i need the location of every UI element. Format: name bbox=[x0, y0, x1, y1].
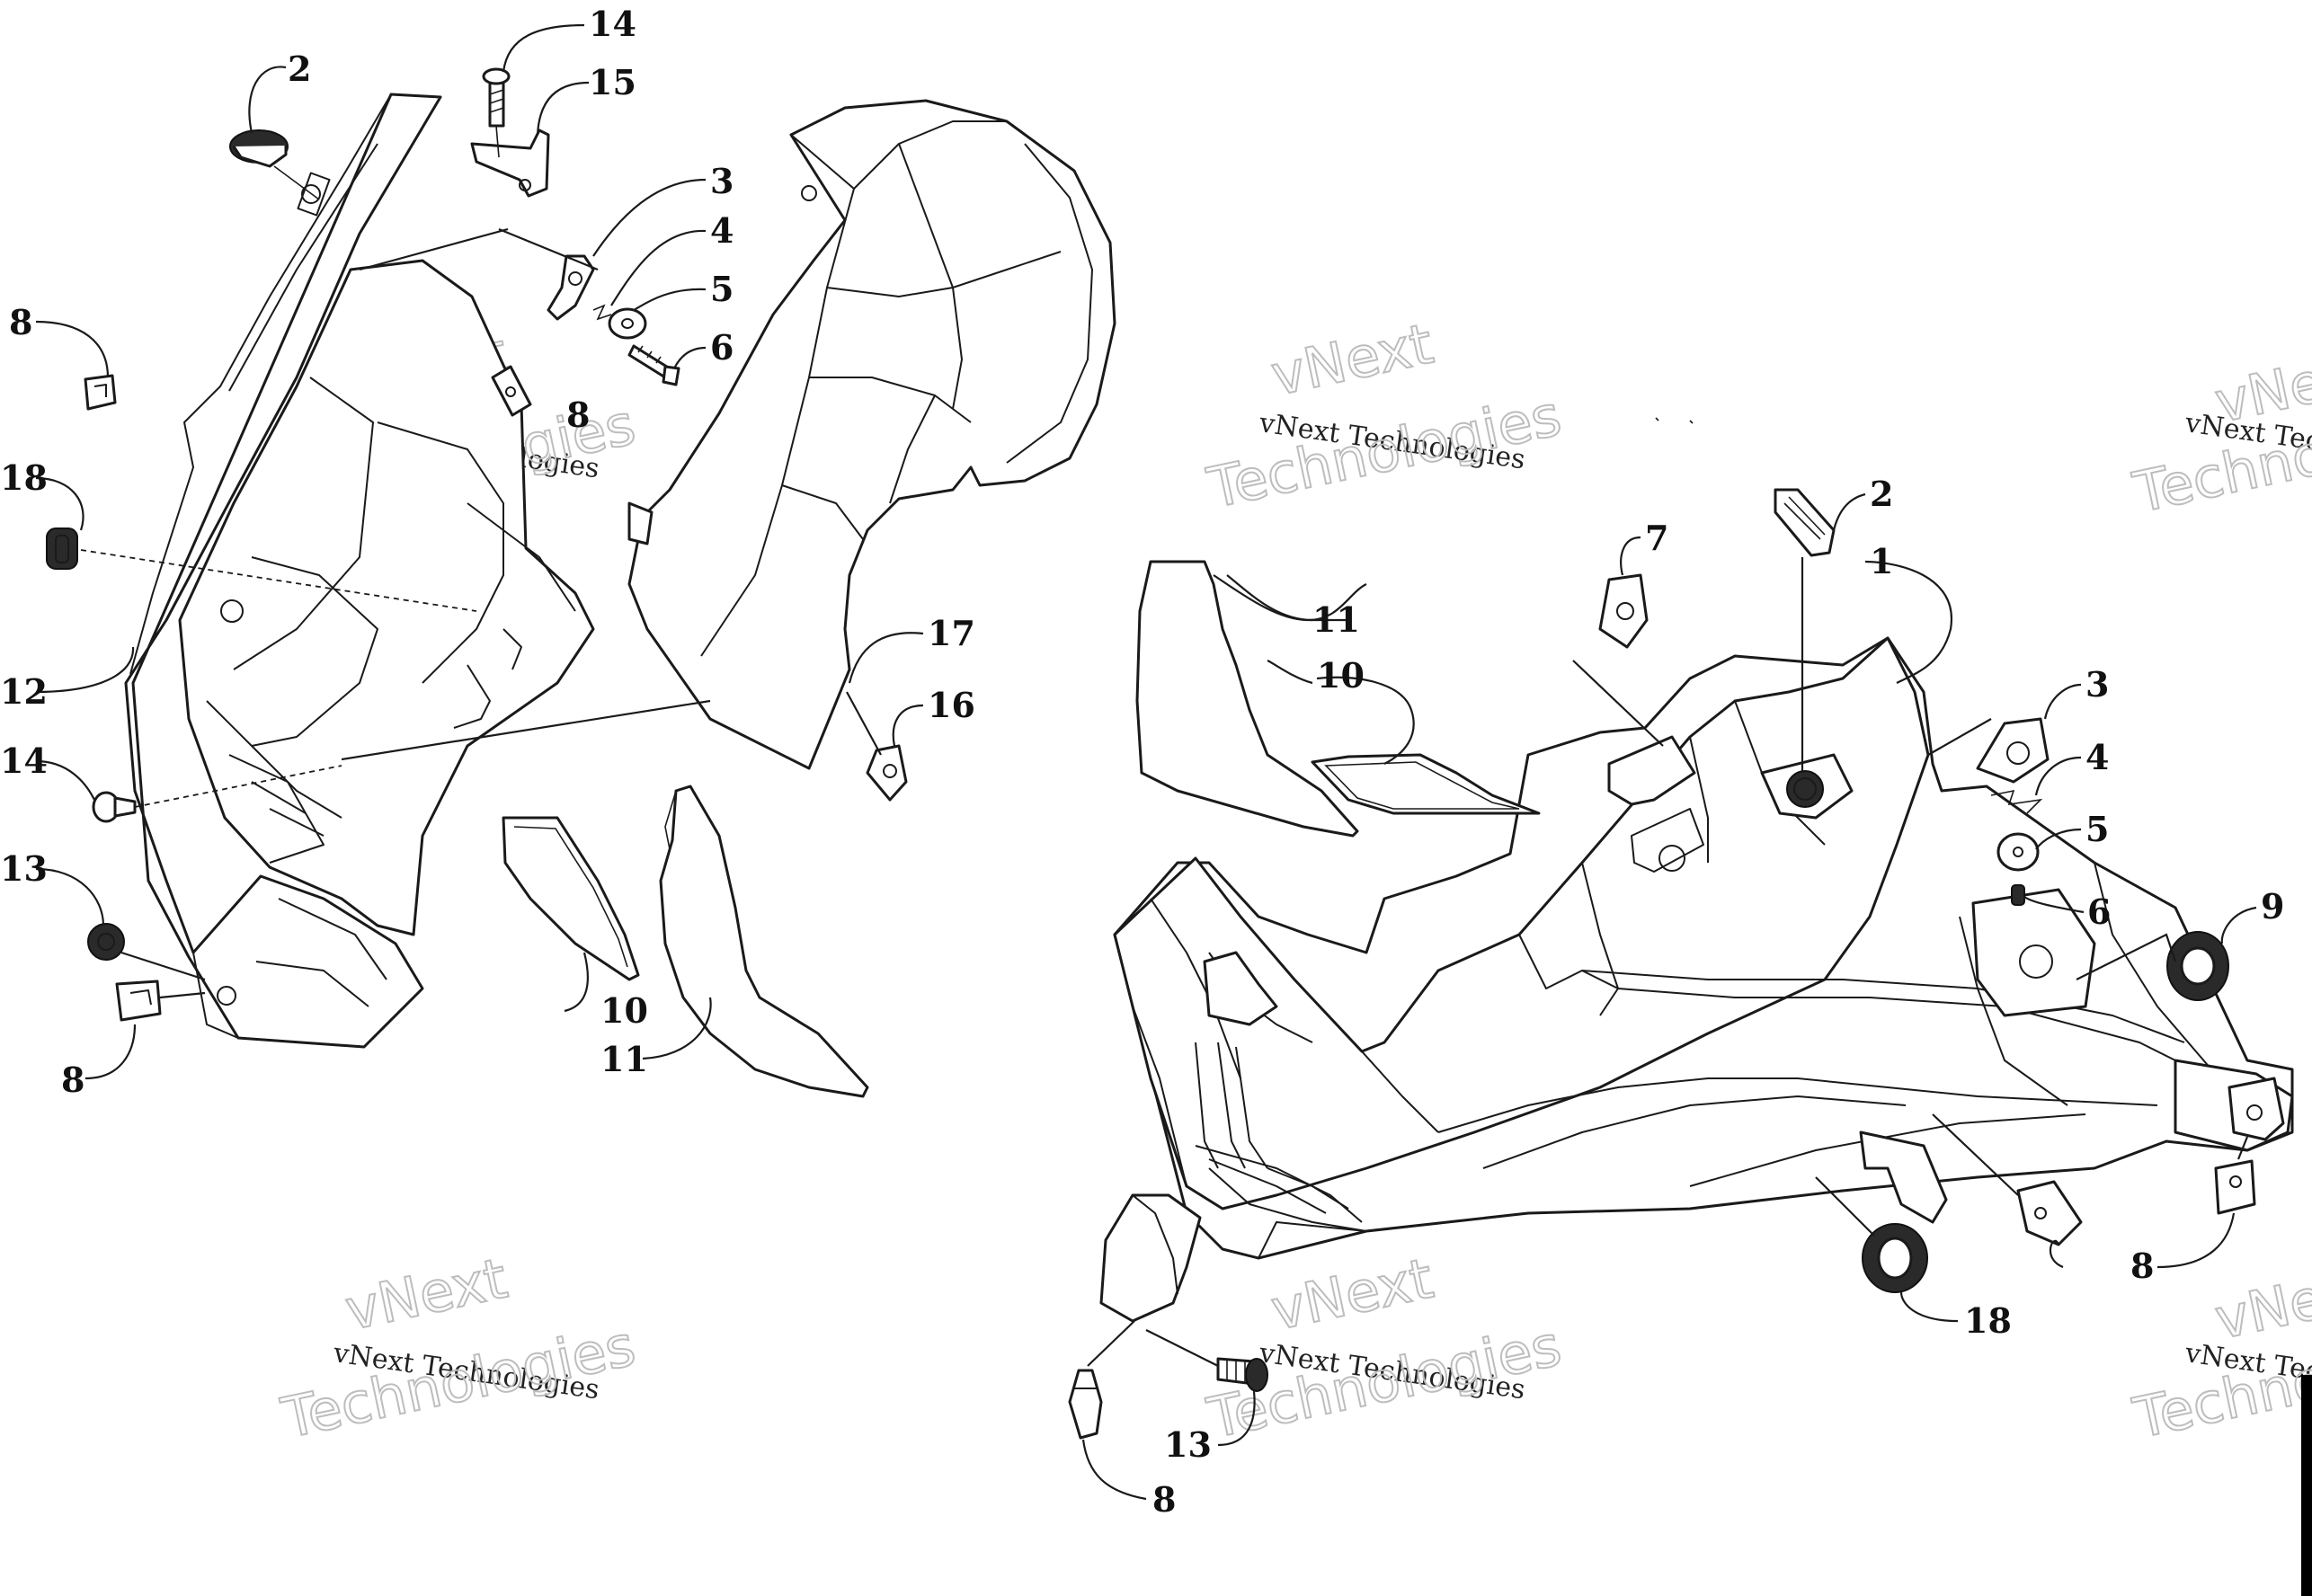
grommet-9-icon bbox=[2166, 931, 2229, 1001]
clip-8-right-a bbox=[2016, 1180, 2083, 1246]
clip-8-upper bbox=[491, 365, 532, 417]
right-assembly bbox=[1068, 417, 2294, 1440]
knob-right-icon bbox=[1774, 488, 1836, 557]
clip-3-right bbox=[1976, 717, 2050, 784]
watermark-bottom-center: vNext vNext Technologies Technologies bbox=[1201, 1245, 1568, 1452]
spring-clip-icon bbox=[592, 304, 612, 321]
callout-2-right: 2 bbox=[1870, 474, 1893, 514]
callout-8-right: 8 bbox=[2130, 1246, 2154, 1286]
callout-13: 13 bbox=[0, 848, 48, 889]
callout-11-right: 11 bbox=[1312, 599, 1360, 640]
callout-16: 16 bbox=[928, 685, 975, 725]
callout-3: 3 bbox=[710, 161, 734, 201]
clip-8-lower bbox=[115, 980, 162, 1022]
watermark-brand: vNext bbox=[1266, 1246, 1438, 1343]
callout-14-left: 14 bbox=[0, 740, 48, 781]
watermark-suffix: Technologies bbox=[1202, 382, 1567, 520]
callout-3-right: 3 bbox=[2085, 664, 2109, 705]
clip-7 bbox=[1598, 573, 1649, 649]
right-front-flap bbox=[1099, 1193, 1202, 1323]
left-deflector-panel bbox=[627, 99, 1116, 770]
push-pin-icon bbox=[1068, 1369, 1103, 1440]
watermark-top-center: vNext vNext Technologies Technologies bbox=[1201, 310, 1568, 522]
nut-icon bbox=[87, 923, 125, 961]
callout-10-right: 10 bbox=[1317, 655, 1365, 696]
callout-5: 5 bbox=[710, 269, 734, 309]
clip-icon bbox=[547, 254, 595, 321]
callout-18-right: 18 bbox=[1964, 1300, 2012, 1341]
washer-right-icon bbox=[1996, 832, 2040, 872]
callout-13-right: 13 bbox=[1164, 1424, 1212, 1465]
callout-leaders bbox=[35, 23, 2257, 1501]
edge-bar bbox=[2301, 1375, 2312, 1596]
clip-8-left bbox=[84, 374, 117, 411]
callout-7: 7 bbox=[1645, 518, 1668, 558]
bolt-right-icon bbox=[2011, 884, 2025, 906]
spring-clip-right-icon bbox=[1990, 789, 2043, 814]
callout-4: 4 bbox=[710, 210, 734, 251]
callout-6: 6 bbox=[710, 327, 734, 368]
left-lens-10 bbox=[502, 816, 640, 981]
callout-1: 1 bbox=[1870, 541, 1893, 581]
callout-8-left-upper: 8 bbox=[9, 302, 32, 342]
bracket-15 bbox=[470, 129, 550, 198]
grommet-icon bbox=[46, 528, 78, 570]
watermark-suffix: Technologies bbox=[276, 1312, 641, 1450]
callout-2: 2 bbox=[288, 49, 311, 89]
callout-labels: 14 15 2 3 4 5 6 8 8 18 12 14 13 8 17 16 … bbox=[0, 4, 2284, 1520]
watermark-bottom-left: vNext vNext Technologies Technologies bbox=[275, 1245, 642, 1452]
callout-14: 14 bbox=[589, 4, 636, 44]
callout-18: 18 bbox=[0, 457, 48, 498]
watermark-bottom-right: vNe vNext Tec Techno bbox=[2127, 1264, 2312, 1452]
right-upper-cowl bbox=[1113, 636, 1930, 1210]
callout-11-left: 11 bbox=[600, 1039, 648, 1079]
watermark-brand: vNext bbox=[340, 1246, 512, 1343]
callout-8-upper: 8 bbox=[566, 395, 590, 435]
left-assembly bbox=[46, 67, 1116, 1098]
left-lens-11 bbox=[659, 785, 869, 1098]
callout-9: 9 bbox=[2261, 886, 2284, 927]
screw-14-left bbox=[92, 791, 137, 823]
callout-6-right: 6 bbox=[2087, 891, 2111, 932]
bolt-icon bbox=[627, 344, 680, 386]
screw-icon bbox=[482, 67, 511, 128]
right-lens-10 bbox=[1311, 753, 1541, 815]
clip-16 bbox=[866, 744, 908, 802]
right-lens-11 bbox=[1135, 560, 1359, 838]
grommet-18-right-icon bbox=[1862, 1223, 1928, 1293]
watermark-top-right: vNe vNext Tec Techno bbox=[2127, 348, 2312, 527]
callout-12: 12 bbox=[0, 671, 48, 712]
callout-10-left: 10 bbox=[600, 990, 648, 1031]
callout-8-bottom: 8 bbox=[1152, 1479, 1176, 1520]
screw-13-right-icon bbox=[1216, 1357, 1268, 1392]
knob-icon bbox=[229, 129, 320, 200]
watermark-brand: vNext bbox=[1266, 311, 1438, 409]
callout-15: 15 bbox=[589, 62, 636, 102]
watermark-partial-brand: vNe bbox=[2210, 1265, 2312, 1352]
callout-4-right: 4 bbox=[2085, 737, 2109, 777]
callout-8-left-lower: 8 bbox=[61, 1060, 84, 1100]
callout-5-right: 5 bbox=[2085, 809, 2109, 849]
washer-icon bbox=[608, 307, 647, 340]
callout-17: 17 bbox=[928, 613, 975, 653]
